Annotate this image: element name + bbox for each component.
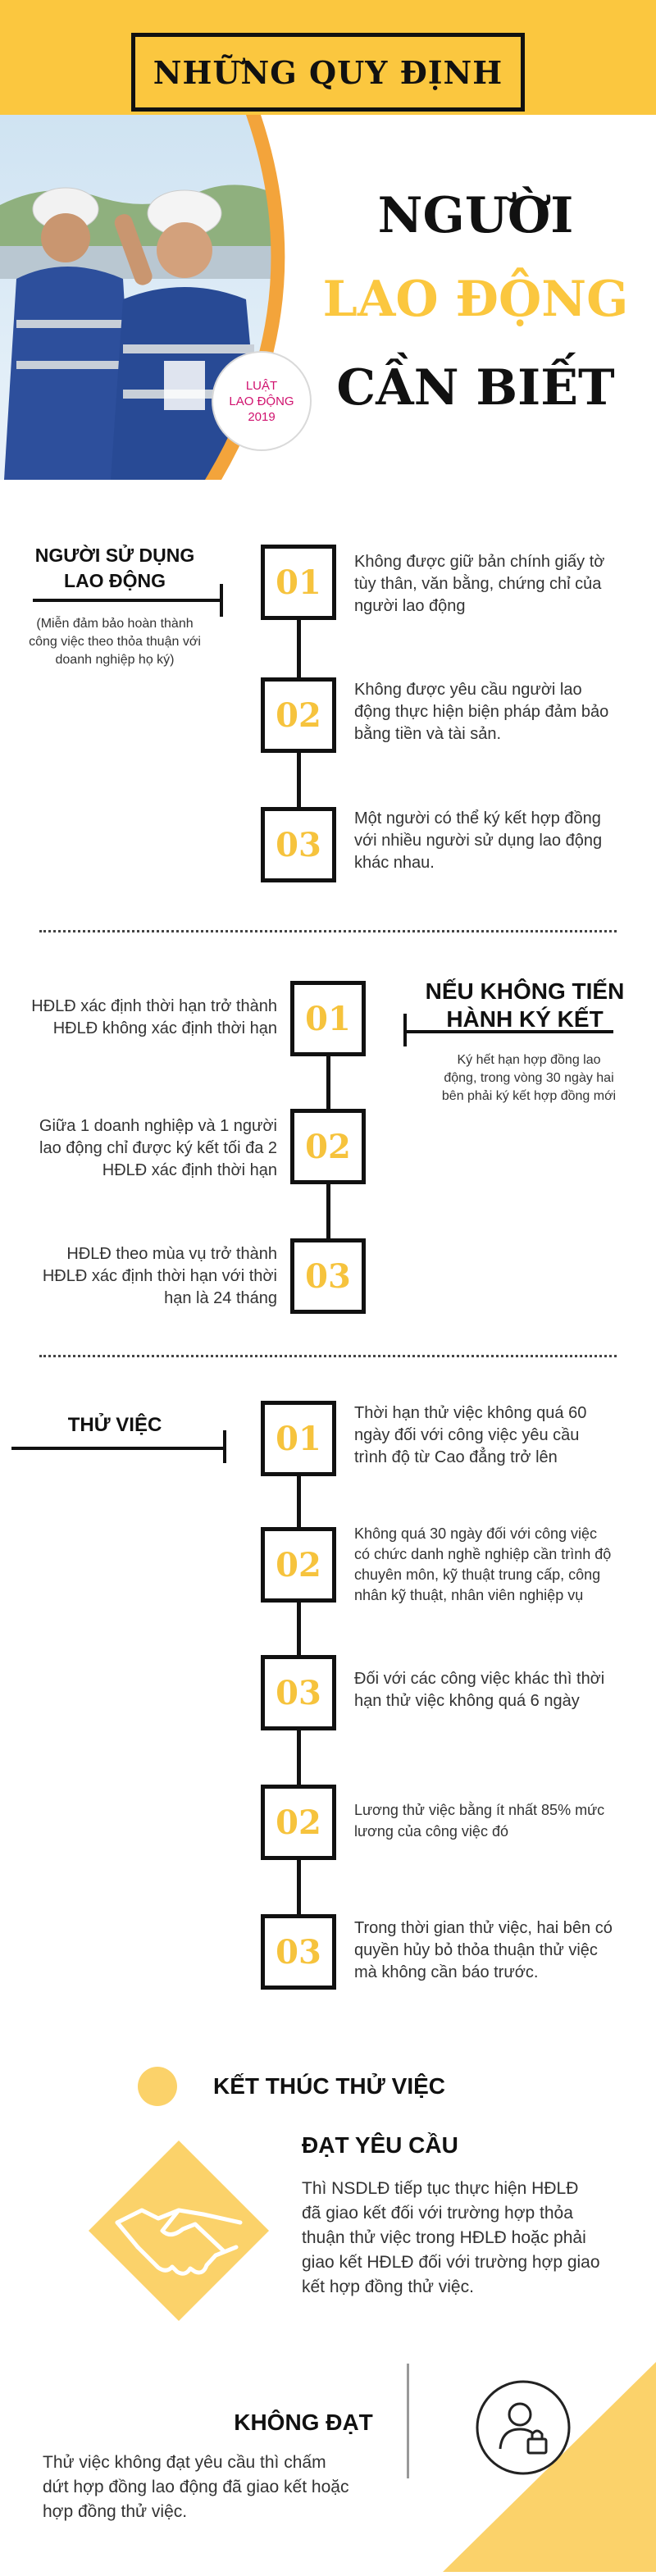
section3-number-box: 02 <box>261 1785 336 1860</box>
hero-right-panel <box>295 115 656 480</box>
hero-photo <box>0 115 295 480</box>
section2-number-box: 03 <box>290 1238 366 1314</box>
section1-note: (Miễn đảm bảo hoàn thành công việc theo … <box>29 617 201 667</box>
badge-line-3: 2019 <box>248 409 276 424</box>
section1-number-box: 01 <box>261 545 336 620</box>
section2-connector <box>403 1030 613 1033</box>
badge-line-2: LAO ĐỘNG <box>229 394 294 408</box>
hero-line-2: LAO ĐỘNG <box>322 271 629 328</box>
section3-number-box: 03 <box>261 1655 336 1730</box>
section1-number-box: 02 <box>261 677 336 753</box>
section1-connector-tick <box>220 584 223 617</box>
section2-note: Ký hết hạn hợp đồng lao động, trong vòng… <box>441 1053 617 1103</box>
fail-divider <box>407 2364 409 2478</box>
section3-number-box: 02 <box>261 1527 336 1603</box>
pass-title: ĐẠT YÊU CẦU <box>302 2132 458 2158</box>
handshake-icon <box>89 2141 269 2321</box>
section2-number-box: 02 <box>290 1109 366 1184</box>
section4-dot <box>138 2067 177 2106</box>
user-lock-icon <box>476 2380 571 2475</box>
law-badge: LUẬT LAO ĐỘNG 2019 <box>212 351 312 451</box>
section2-number-box: 01 <box>290 981 366 1056</box>
section2-heading: NẾU KHÔNG TIẾN HÀNH KÝ KẾT <box>425 978 625 1032</box>
section1-number-box: 03 <box>261 807 336 882</box>
section4-heading: KẾT THÚC THỬ VIỆC <box>213 2073 446 2099</box>
fail-title: KHÔNG ĐẠT <box>234 2410 373 2435</box>
workers-photo-illustration <box>0 115 295 480</box>
handshake-diamond <box>80 2132 277 2329</box>
section3-connector <box>11 1447 223 1450</box>
section3-connector-tick <box>223 1430 226 1463</box>
section1-connector <box>33 599 220 602</box>
section3-heading: THỬ VIỆC <box>67 1414 162 1436</box>
section-divider <box>39 1355 617 1357</box>
hero-line-3: CẦN BIẾT <box>336 359 615 417</box>
hero-line-1: NGƯỜI <box>377 187 574 244</box>
user-lock-badge <box>474 2378 572 2477</box>
section3-number-box: 03 <box>261 1914 336 1990</box>
fail-corner <box>410 2362 656 2572</box>
section-divider <box>39 930 617 932</box>
section1-heading: NGƯỜI SỬ DỤNG LAO ĐỘNG <box>34 545 195 591</box>
badge-line-1: LUẬT <box>245 378 278 393</box>
section3-number-box: 01 <box>261 1401 336 1476</box>
main-title: NHỮNG QUY ĐỊNH <box>131 33 525 112</box>
corner-triangle <box>443 2362 656 2572</box>
